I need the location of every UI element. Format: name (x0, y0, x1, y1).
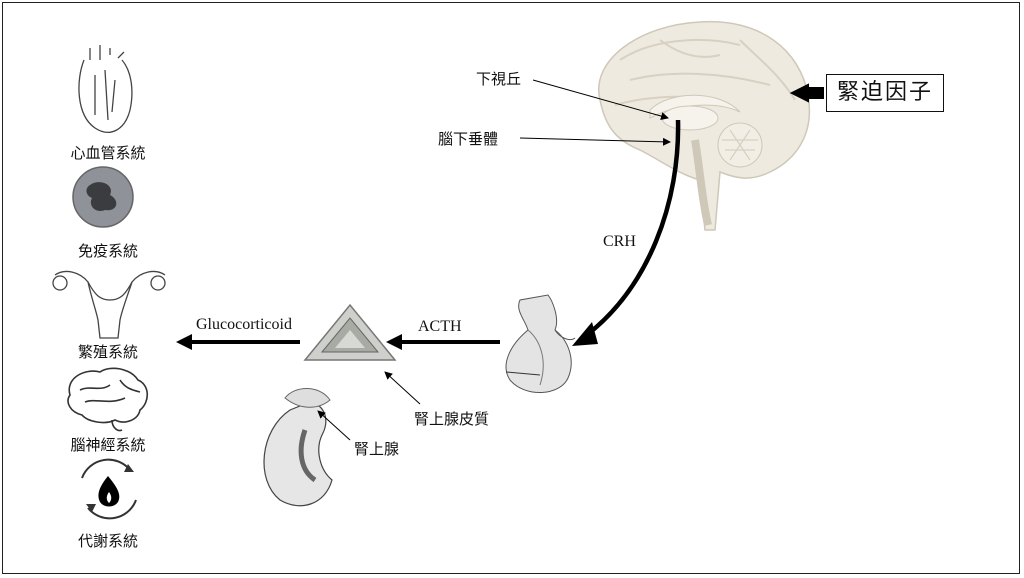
hypothalamus-leader-line (532, 79, 669, 120)
pituitary-label: 腦下垂體 (438, 130, 499, 148)
adrenal-cortex-label: 腎上腺皮質 (414, 410, 490, 428)
immune-cell-icon (72, 166, 134, 228)
system-label-cardiovascular: 心血管系統 (70, 144, 146, 162)
system-label-nervous: 腦神經系統 (70, 436, 146, 454)
system-label-metabolic: 代謝系統 (77, 532, 138, 550)
metabolism-flame-icon (81, 458, 137, 520)
brain-icon (67, 367, 149, 432)
glucocorticoid-label: Glucocorticoid (196, 316, 292, 333)
hypothalamus-label: 下視丘 (476, 70, 522, 88)
brain-sagittal-illustration (597, 20, 811, 231)
pituitary-leader-line (519, 137, 671, 146)
adrenal-gland-label: 腎上腺 (354, 440, 400, 458)
system-label-immune: 免疫系統 (77, 242, 138, 260)
stressor-box: 緊迫因子 (826, 74, 944, 112)
uterus-icon (52, 270, 166, 339)
system-label-reproductive: 繁殖系統 (77, 343, 138, 361)
adrenal-cortex-illustration (303, 303, 397, 361)
kidney-adrenal-illustration (263, 388, 333, 507)
adrenal-cortex-leader-line (384, 371, 421, 405)
heart-icon (78, 45, 133, 133)
acth-label: ACTH (418, 318, 462, 335)
crh-label: CRH (603, 233, 636, 250)
adrenal-gland-leader-line (317, 410, 351, 441)
crh-arrow (578, 119, 681, 342)
pituitary-illustration (505, 294, 576, 393)
